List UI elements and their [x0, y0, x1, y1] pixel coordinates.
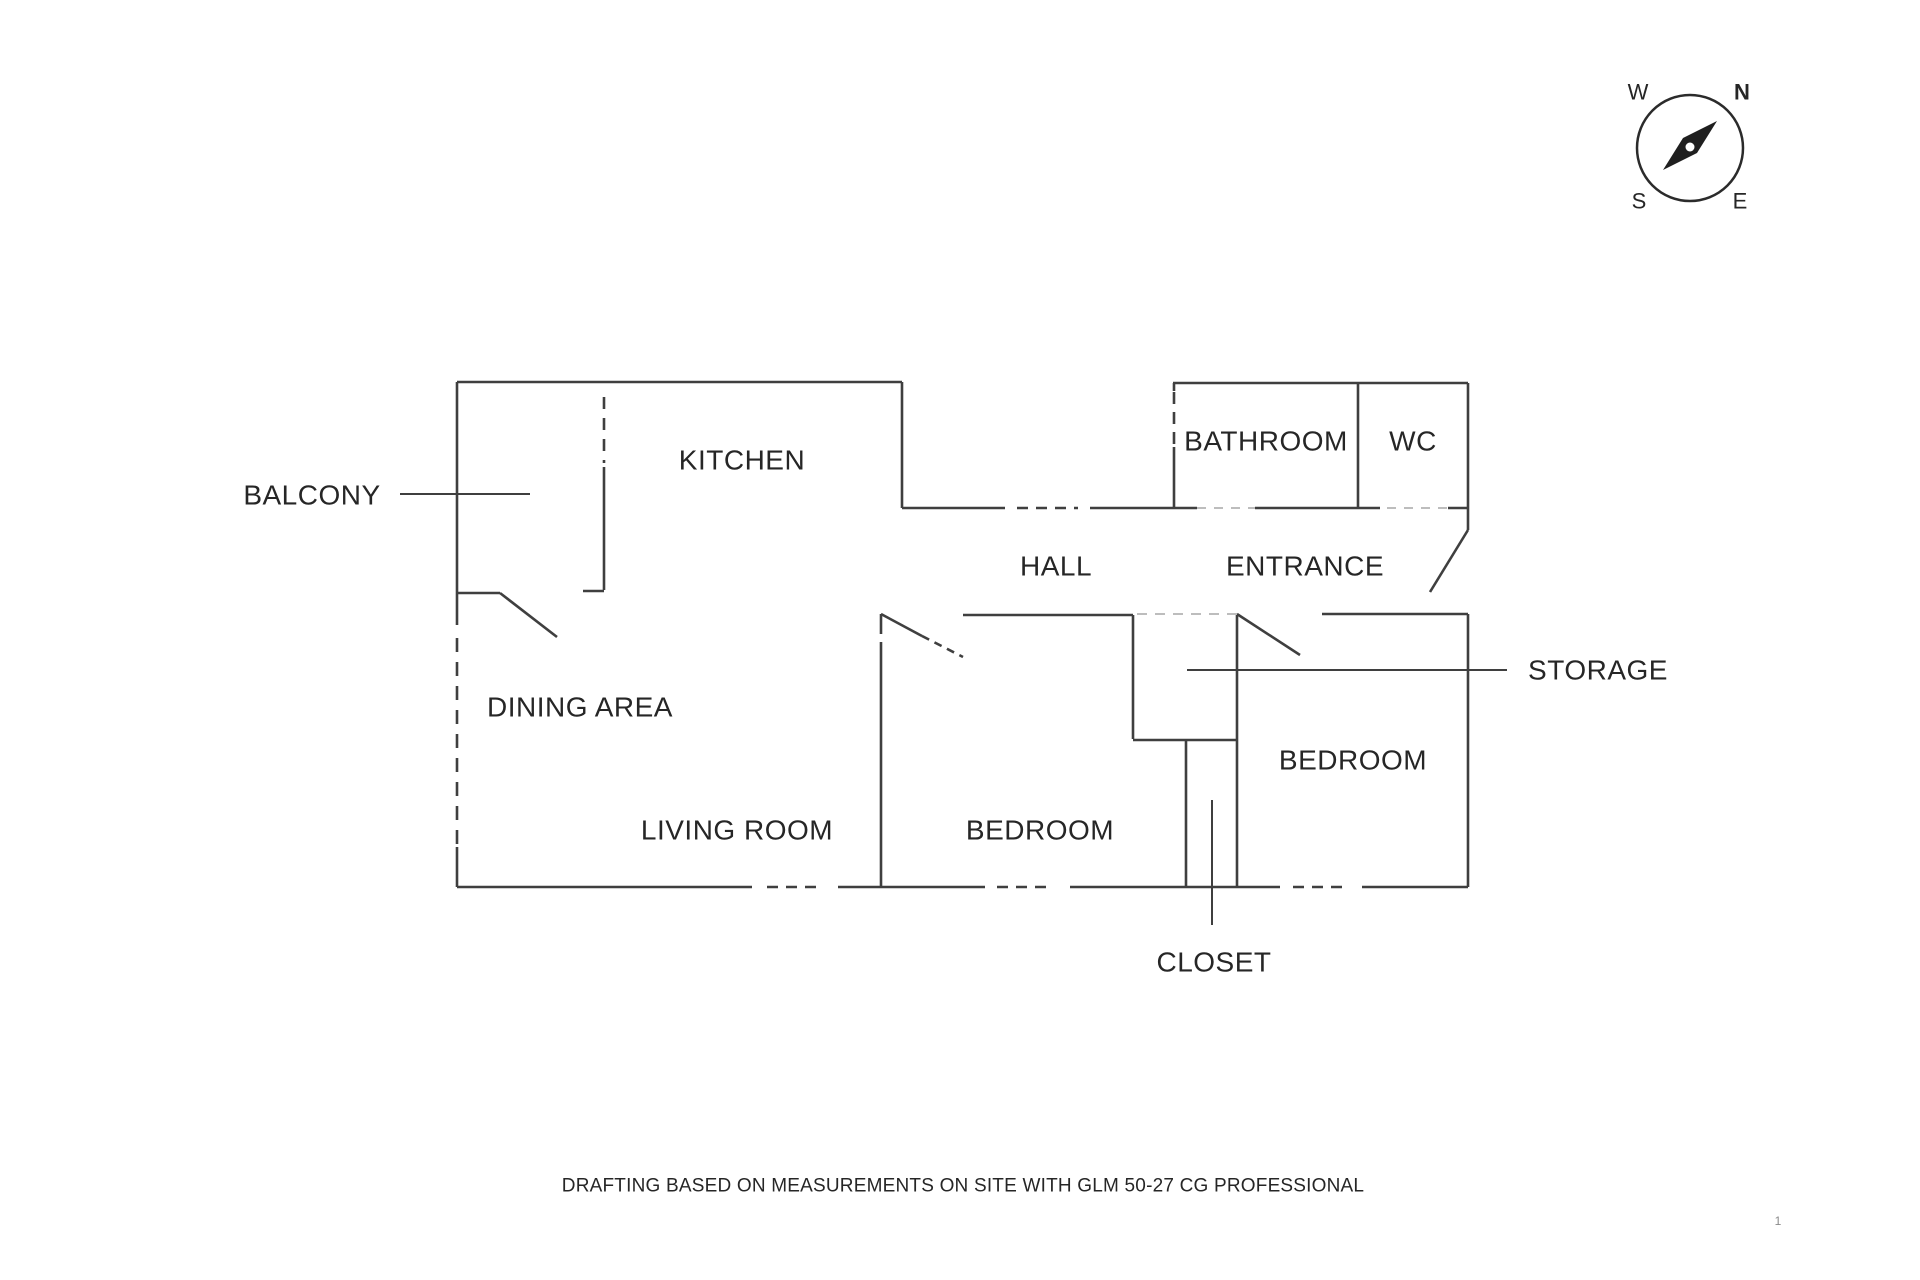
room-label-storage: STORAGE	[1528, 655, 1668, 686]
compass-label-east: E	[1733, 189, 1748, 214]
room-label-closet: CLOSET	[1156, 947, 1271, 978]
room-label-dining-area: DINING AREA	[487, 692, 673, 723]
page-number: 1	[1775, 1214, 1782, 1228]
room-label-bedroom-right: BEDROOM	[1279, 745, 1427, 776]
balcony-door-swing	[499, 591, 558, 639]
drafting-note: DRAFTING BASED ON MEASUREMENTS ON SITE W…	[562, 1176, 1364, 1197]
compass-label-north: N	[1734, 80, 1750, 105]
room-labels: BALCONY KITCHEN BATHROOM WC HALL ENTRANC…	[243, 426, 1668, 978]
compass-label-south: S	[1632, 189, 1647, 214]
compass-needle-pivot	[1685, 142, 1695, 152]
room-label-balcony: BALCONY	[243, 480, 380, 511]
bedroom-right-door-swing	[1236, 612, 1301, 657]
compass-icon: N W S E	[1628, 80, 1750, 214]
room-label-bedroom-left: BEDROOM	[966, 815, 1114, 846]
entrance-door-swing	[1428, 529, 1470, 593]
room-label-hall: HALL	[1020, 551, 1092, 582]
bedroom-left-door-swing	[880, 612, 923, 638]
room-label-living-room: LIVING ROOM	[641, 815, 833, 846]
walls-solid	[455, 380, 1470, 889]
room-label-kitchen: KITCHEN	[679, 445, 805, 476]
compass-circle	[1635, 93, 1745, 203]
dashed-bedroom-left-swing-tip	[921, 634, 964, 659]
leader-lines	[400, 493, 1507, 925]
compass-label-west: W	[1628, 80, 1649, 105]
room-label-bathroom: BATHROOM	[1184, 426, 1348, 457]
walls-dashed	[455, 392, 1350, 889]
room-label-wc: WC	[1389, 426, 1437, 457]
room-label-entrance: ENTRANCE	[1226, 551, 1384, 582]
